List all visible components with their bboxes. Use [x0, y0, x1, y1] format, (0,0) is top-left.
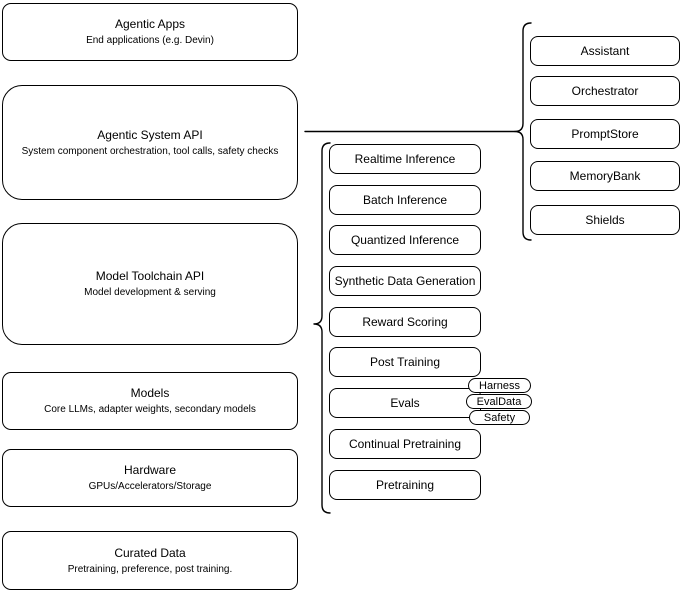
box-subtitle: Pretraining, preference, post training. — [67, 563, 233, 575]
box-promptstore: PromptStore — [530, 119, 680, 149]
pill-harness: Harness — [468, 378, 531, 393]
box-pretraining: Pretraining — [329, 470, 481, 500]
pill-label: EvalData — [476, 395, 522, 408]
pill-label: Harness — [479, 379, 520, 392]
box-label: Pretraining — [375, 478, 435, 492]
box-title: Curated Data — [114, 545, 186, 560]
box-agentic-system-api: Agentic System API System component orch… — [2, 85, 298, 200]
box-quantized-inference: Quantized Inference — [329, 225, 481, 255]
box-label: Continual Pretraining — [348, 437, 462, 451]
box-orchestrator: Orchestrator — [530, 76, 680, 106]
box-title: Models — [130, 386, 170, 400]
box-subtitle: End applications (e.g. Devin) — [86, 35, 214, 46]
box-title: Agentic System API — [97, 127, 203, 142]
brace-system-components — [514, 22, 532, 241]
box-continual-pretraining: Continual Pretraining — [329, 429, 481, 459]
box-memorybank: MemoryBank — [530, 161, 680, 191]
box-synthetic-data-generation: Synthetic Data Generation — [329, 266, 481, 296]
box-curated-data: Curated Data Pretraining, preference, po… — [2, 531, 298, 590]
box-label: Evals — [390, 396, 420, 410]
box-subtitle: Core LLMs, adapter weights, secondary mo… — [44, 404, 256, 415]
box-agentic-apps: Agentic Apps End applications (e.g. Devi… — [2, 3, 298, 61]
box-post-training: Post Training — [329, 347, 481, 377]
brace-toolchain-components — [313, 142, 331, 514]
box-subtitle: GPUs/Accelerators/Storage — [88, 481, 212, 492]
box-subtitle: System component orchestration, tool cal… — [21, 145, 279, 157]
box-label: Reward Scoring — [362, 315, 448, 329]
box-label: Assistant — [580, 44, 630, 58]
box-assistant: Assistant — [530, 36, 680, 66]
box-subtitle: Model development & serving — [84, 287, 216, 298]
box-shields: Shields — [530, 205, 680, 235]
box-label: Post Training — [369, 355, 441, 369]
box-hardware: Hardware GPUs/Accelerators/Storage — [2, 449, 298, 507]
box-label: Shields — [585, 213, 625, 227]
box-label: Batch Inference — [362, 193, 448, 207]
box-evals: Evals — [329, 388, 481, 418]
box-title: Model Toolchain API — [95, 269, 205, 283]
pill-safety: Safety — [469, 410, 530, 425]
box-label: PromptStore — [571, 127, 639, 141]
box-label: Quantized Inference — [350, 233, 460, 247]
box-title: Hardware — [123, 463, 177, 477]
box-title: Agentic Apps — [114, 17, 186, 31]
pill-label: Safety — [483, 411, 516, 424]
box-batch-inference: Batch Inference — [329, 185, 481, 215]
pill-evaldata: EvalData — [466, 394, 532, 409]
box-label: Orchestrator — [571, 84, 639, 98]
box-label: MemoryBank — [569, 169, 641, 183]
box-label: Synthetic Data Generation — [334, 274, 476, 288]
box-realtime-inference: Realtime Inference — [329, 144, 481, 174]
box-models: Models Core LLMs, adapter weights, secon… — [2, 372, 298, 430]
box-label: Realtime Inference — [354, 152, 456, 166]
box-model-toolchain-api: Model Toolchain API Model development & … — [2, 223, 298, 345]
box-reward-scoring: Reward Scoring — [329, 307, 481, 337]
